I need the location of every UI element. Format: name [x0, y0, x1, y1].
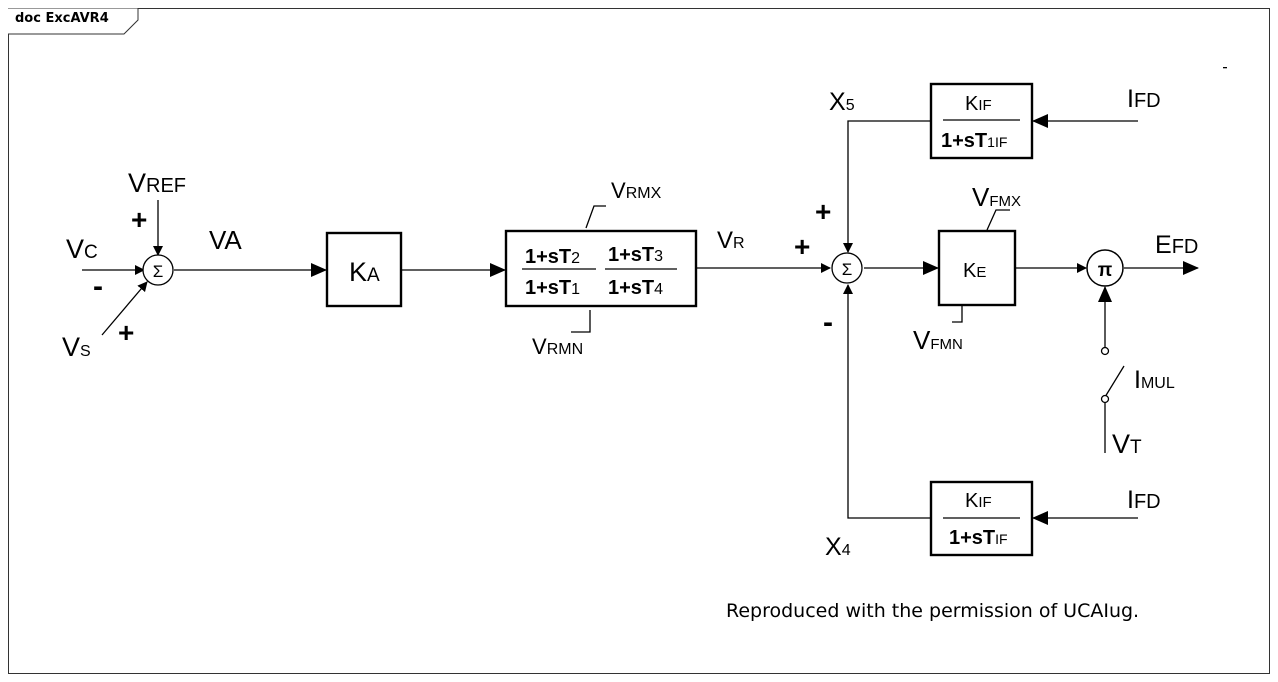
- pi-symbol: π: [1098, 260, 1113, 281]
- leadlag-block: 1+sT2 1+sT1 1+sT3 1+sT4: [504, 229, 698, 308]
- svg-text:1+sT1IF: 1+sT1IF: [941, 130, 1007, 152]
- imul-switch-blade: [1104, 365, 1125, 398]
- svg-text:KE: KE: [963, 260, 986, 282]
- frame-title: doc ExcAVR4: [15, 11, 109, 26]
- svg-text:1+sT2: 1+sT2: [525, 246, 580, 268]
- ke-block: KE: [937, 229, 1017, 307]
- imul-switch-top-contact: [1100, 346, 1110, 356]
- svg-text:KA: KA: [349, 257, 380, 287]
- sum1-vc-sign: -: [93, 270, 103, 303]
- x4-wire: [843, 284, 930, 519]
- vrmn-label: VRMN: [532, 334, 583, 359]
- svg-text:KIF: KIF: [965, 490, 992, 512]
- vfmx-label: VFMX: [972, 182, 1021, 212]
- vrmx-label: VRMX: [611, 178, 662, 203]
- vfmn-label: VFMN: [913, 325, 963, 355]
- vs-label: VS: [62, 332, 91, 362]
- sum2-left-sign: +: [794, 231, 810, 262]
- svg-text:1+sT3: 1+sT3: [608, 244, 663, 266]
- stray-mark: [1223, 67, 1227, 69]
- imul-switch-bottom-contact: [1100, 394, 1110, 404]
- sum1-symbol: Σ: [153, 262, 164, 281]
- sum2-bottom-sign: -: [823, 306, 833, 339]
- vfmx-leader: [986, 209, 1010, 231]
- sum-junction-1: Σ: [142, 254, 174, 286]
- svg-text:1+sT1: 1+sT1: [525, 277, 580, 299]
- sum1-vs-sign: +: [118, 317, 134, 348]
- multiplier-junction: π: [1086, 249, 1124, 287]
- svg-text:1+sTIF: 1+sTIF: [949, 527, 1008, 549]
- sum2-top-sign: +: [815, 196, 831, 227]
- vrmx-leader: [585, 205, 606, 229]
- x5-wire: [843, 120, 930, 253]
- permission-credit: Reproduced with the permission of UCAIug…: [726, 600, 1140, 622]
- ifd-top-label: IFD: [1127, 85, 1161, 113]
- efd-label: EFD: [1155, 231, 1198, 259]
- svg-text:KIF: KIF: [965, 93, 992, 115]
- vc-label: VC: [66, 234, 98, 264]
- imul-label: IMUL: [1134, 366, 1175, 394]
- vr-label: VR: [717, 227, 745, 254]
- vs-wire: [101, 281, 148, 336]
- kif-top-block: KIF 1+sT1IF: [929, 82, 1034, 160]
- ifd-bottom-label: IFD: [1127, 486, 1161, 514]
- wires: [82, 114, 1199, 525]
- vref-label: VREF: [128, 168, 186, 198]
- svg-text:1+sT4: 1+sT4: [608, 277, 663, 299]
- frame-tab: [8, 8, 139, 35]
- sum-junction-2: Σ: [831, 252, 863, 284]
- vt-label: VT: [1112, 429, 1142, 459]
- x5-label: X5: [829, 88, 855, 116]
- va-label: VA: [209, 225, 242, 255]
- kif-bottom-block: KIF 1+sTIF: [929, 480, 1034, 557]
- sum2-symbol: Σ: [842, 260, 853, 279]
- vfmn-leader: [952, 305, 963, 323]
- ka-block: KA: [325, 231, 403, 308]
- diagram-frame: [8, 8, 1270, 674]
- x4-label: X4: [825, 533, 851, 561]
- sum1-ref-sign: +: [131, 204, 147, 235]
- vrmn-leader: [571, 310, 591, 333]
